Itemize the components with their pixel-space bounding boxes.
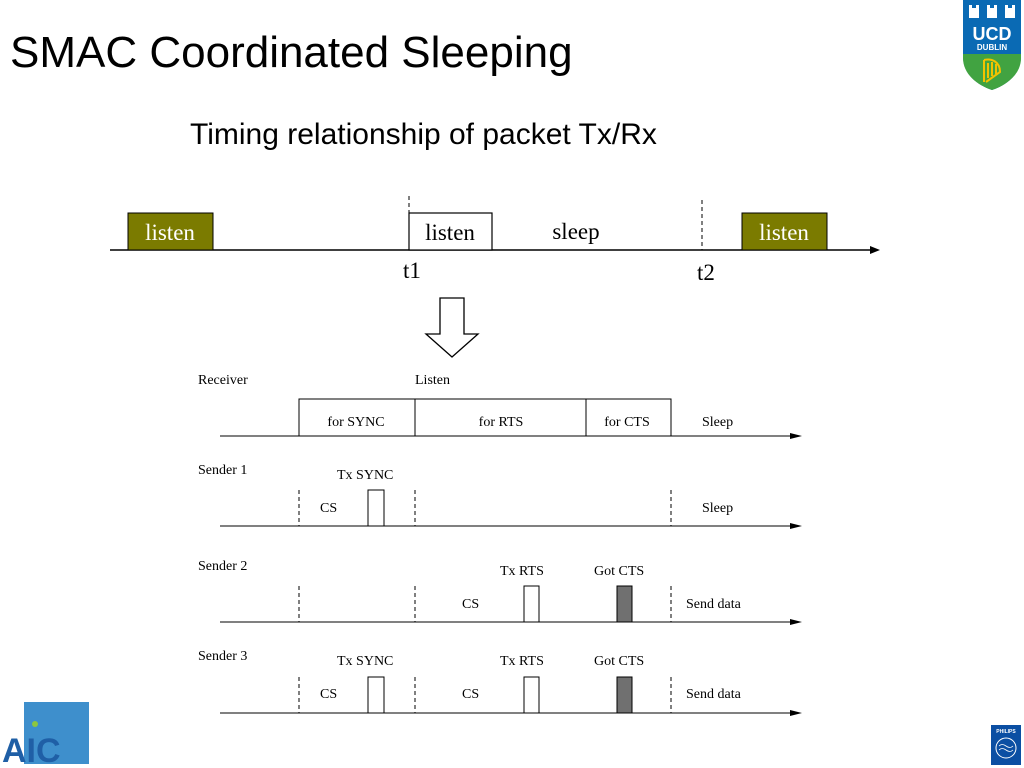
sender3-cs-1: CS: [320, 687, 337, 702]
sender1-tx-sync: Tx SYNC: [337, 468, 393, 483]
ucd-logo-subtext: DUBLIN: [977, 43, 1007, 52]
sender3-tx-sync-pulse: [367, 676, 385, 714]
listen-block-2: [408, 212, 493, 251]
sender3-label: Sender 3: [198, 649, 247, 664]
receiver-sleep: Sleep: [702, 415, 733, 430]
sender1-arrowhead: [790, 523, 802, 529]
sender2-label: Sender 2: [198, 559, 247, 574]
aic-logo-square: [24, 702, 89, 764]
philips-shield-icon: [995, 737, 1017, 759]
sender3-tx-sync: Tx SYNC: [337, 654, 393, 669]
listen-block-2-label: listen: [425, 220, 475, 245]
down-arrow-icon: [424, 297, 480, 358]
ucd-logo: UCD DUBLIN: [963, 0, 1021, 90]
sender3-tx-rts-pulse: [523, 676, 540, 714]
philips-logo: PHILIPS: [991, 725, 1021, 765]
philips-wave-icon: [998, 744, 1014, 752]
timeline-arrowhead: [870, 246, 880, 254]
receiver-listen-label: Listen: [415, 373, 450, 388]
sender1-cs: CS: [320, 501, 337, 516]
sender2-got-cts-pulse: [616, 585, 633, 623]
page-title: SMAC Coordinated Sleeping: [10, 28, 573, 77]
sender1-label: Sender 1: [198, 463, 247, 478]
sender3-cs-2: CS: [462, 687, 479, 702]
sender2-tx-rts: Tx RTS: [500, 564, 544, 579]
sender3-got-cts-pulse: [616, 676, 633, 714]
listen-block-3-label: listen: [759, 220, 809, 245]
philips-logo-text: PHILIPS: [996, 729, 1016, 735]
top-timeline: listen listen sleep listen t1 t2: [110, 196, 880, 285]
sender1-sleep: Sleep: [702, 501, 733, 516]
aic-logo-dot: [32, 721, 38, 727]
aic-logo: AIC: [2, 702, 89, 768]
sender3-tx-rts: Tx RTS: [500, 654, 544, 669]
sender2-got-cts: Got CTS: [594, 564, 644, 579]
receiver-arrowhead: [790, 433, 802, 439]
ucd-logo-text: UCD: [973, 24, 1012, 44]
listen-block-3: [741, 212, 828, 251]
harp-icon: [983, 58, 1002, 83]
sender2-arrowhead: [790, 619, 802, 625]
sender3-got-cts: Got CTS: [594, 654, 644, 669]
sender2-tx-rts-pulse: [523, 585, 540, 623]
timing-diagram: Receiver Listen for SYNC for RTS for CTS…: [198, 373, 802, 716]
listen-block-1: [127, 212, 214, 251]
listen-block-1-label: listen: [145, 220, 195, 245]
aic-logo-text: AIC: [2, 732, 61, 768]
sleep-label: sleep: [552, 219, 599, 244]
castle-icon: [969, 5, 1015, 18]
t1-label: t1: [403, 258, 421, 283]
page-subtitle: Timing relationship of packet Tx/Rx: [190, 118, 657, 151]
sender2-cs: CS: [462, 597, 479, 612]
sender2-send-data: Send data: [686, 597, 742, 612]
t2-label: t2: [697, 260, 715, 285]
sender1-tx-sync-pulse: [367, 489, 385, 527]
sender3-arrowhead: [790, 710, 802, 716]
sender3-send-data: Send data: [686, 687, 742, 702]
receiver-for-rts: for RTS: [479, 415, 524, 430]
receiver-for-cts: for CTS: [604, 415, 650, 430]
receiver-label: Receiver: [198, 373, 248, 388]
receiver-for-sync: for SYNC: [327, 415, 384, 430]
